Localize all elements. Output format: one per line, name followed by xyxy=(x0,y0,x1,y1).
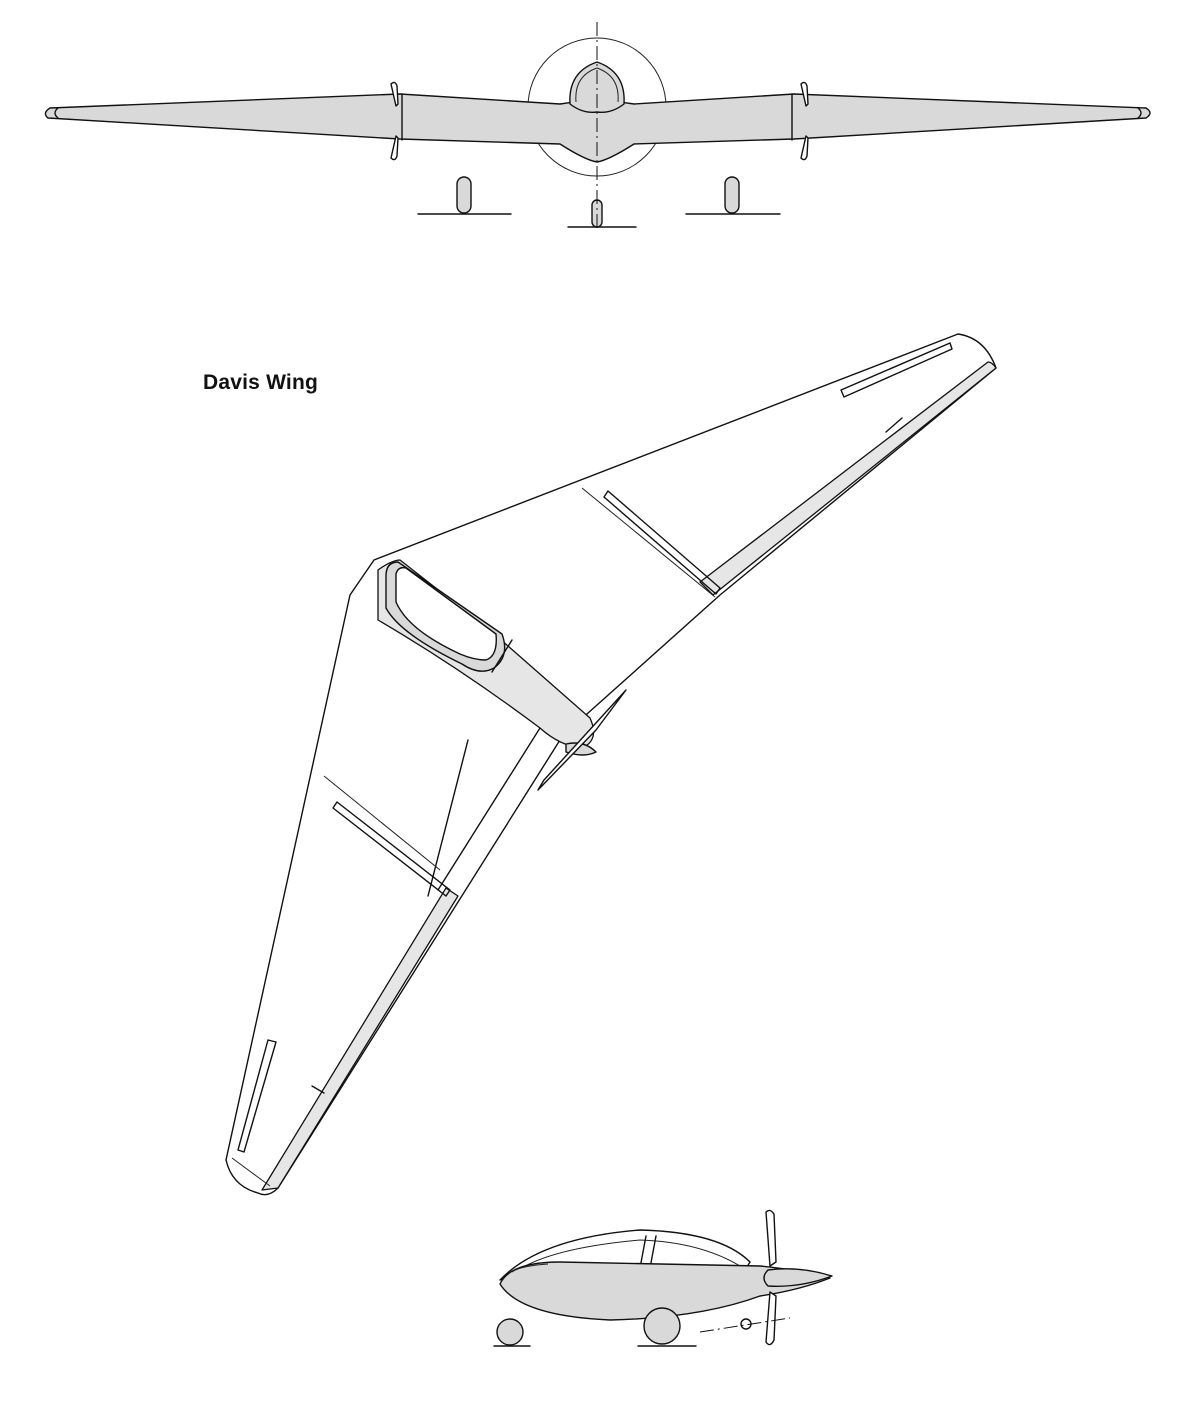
canopy-inner-line xyxy=(514,1239,741,1273)
ground-angle-line xyxy=(699,1317,791,1333)
left-tip-slot xyxy=(237,1039,277,1153)
left-elevon-break xyxy=(311,1085,325,1094)
canopy-rear-frame xyxy=(491,639,513,673)
right-tip-slot xyxy=(840,342,953,398)
left-fin-top xyxy=(390,81,399,107)
nose-highlight xyxy=(511,1263,549,1273)
right-main-gear xyxy=(685,176,781,215)
plan-view-wing xyxy=(225,333,997,1196)
left-wingtip-front xyxy=(54,107,59,119)
front-view xyxy=(44,22,1151,230)
right-fin-top xyxy=(800,81,809,107)
left-elevon xyxy=(261,887,459,1191)
right-fin-bottom xyxy=(800,135,809,161)
side-view xyxy=(493,1209,833,1347)
right-panel-joint xyxy=(581,487,716,598)
canopy-frame-side-2 xyxy=(649,1235,657,1269)
right-elevon xyxy=(699,361,997,596)
left-fin-bottom xyxy=(390,135,399,161)
left-main-gear xyxy=(417,176,512,215)
spinner-side xyxy=(763,1268,833,1287)
propeller-plan xyxy=(537,689,627,791)
main-wheel-side xyxy=(643,1307,681,1345)
canopy-front xyxy=(569,61,625,114)
canopy-frame-front xyxy=(575,67,619,103)
left-panel-joint xyxy=(323,775,441,871)
aircraft-title: Davis Wing xyxy=(203,371,318,394)
nose-gear xyxy=(567,199,637,228)
left-inner-edge xyxy=(427,739,469,897)
left-trailing-edge-inner xyxy=(437,727,541,891)
canopy-frame-side xyxy=(639,1235,647,1269)
right-wingtip-front xyxy=(1137,107,1142,119)
right-wing-spoiler xyxy=(603,490,721,595)
right-elevon-break xyxy=(885,417,903,433)
plan-view xyxy=(225,333,997,1196)
canopy-glass-plan xyxy=(395,566,497,661)
propeller-blade-bottom xyxy=(765,1291,777,1346)
left-tip-cap-line xyxy=(231,1157,271,1187)
left-wing-spoiler xyxy=(332,801,451,897)
nose-wheel-side xyxy=(496,1318,524,1346)
propeller-blade-top xyxy=(765,1209,777,1267)
